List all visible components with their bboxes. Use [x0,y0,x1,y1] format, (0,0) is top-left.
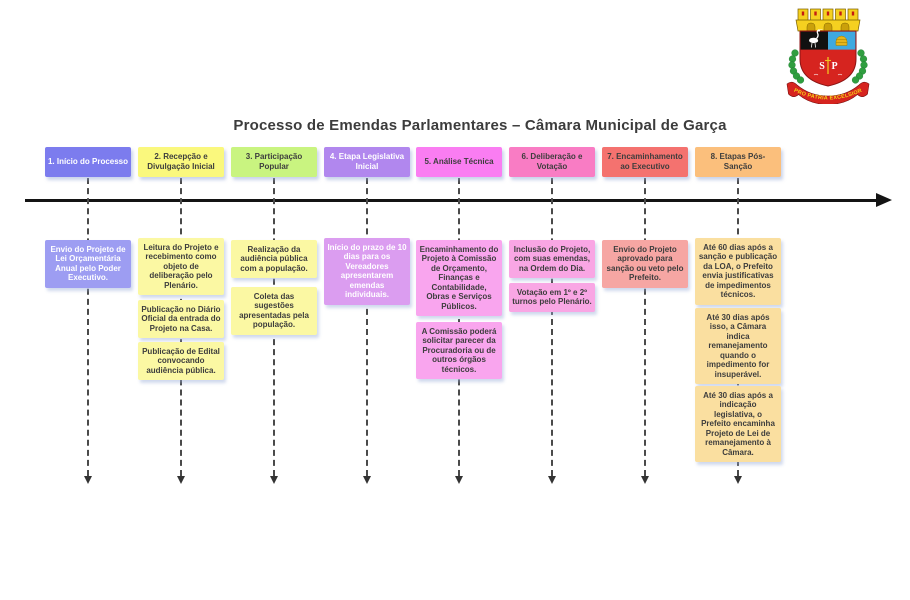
stage-4-connector-line [366,178,368,476]
monogram-p: P [831,61,837,72]
stage-3-note-1: Realização da audiência pública com a po… [231,240,317,279]
page-title: Processo de Emendas Parlamentares – Câma… [233,117,727,134]
stage-6-connector-arrow-icon [548,476,556,484]
shield-icon: S P [799,28,857,87]
stage-8-note-3: Até 30 dias após a indicação legislativa… [695,386,781,463]
stage-8-note-1: Até 60 dias após a sanção e publicação d… [695,238,781,305]
stage-3-connector-arrow-icon [270,476,278,484]
stage-3-note-2: Coleta das sugestões apresentadas pela p… [231,287,317,335]
stage-2-note-2: Publicação no Diário Oficial da entrada … [138,300,224,339]
stage-6-connector-line [551,178,553,476]
stage-8-connector-arrow-icon [734,476,742,484]
stage-7-note-1: Envio do Projeto aprovado para sanção ou… [602,240,688,288]
sp-monogram: S P [813,57,843,76]
timeline-axis [25,199,878,202]
monogram-s: S [819,61,825,72]
stage-header-3: 3. Participação Popular [231,147,317,177]
stage-header-1: 1. Início do Processo [45,147,131,177]
timeline-axis-arrowhead-icon [876,193,892,207]
stage-1-note-1: Envio do Projeto de Lei Orçamentária Anu… [45,240,131,288]
stage-6-note-2: Votação em 1º e 2º turnos pelo Plenário. [509,283,595,312]
laurel-branches-icon [788,49,868,84]
stage-5-note-2: A Comissão poderá solicitar parecer da P… [416,322,502,380]
stage-8-note-2: Até 30 dias após isso, a Câmara indica r… [695,308,781,385]
stage-6-note-1: Inclusão do Projeto, com suas emendas, n… [509,240,595,279]
stage-2-connector-arrow-icon [177,476,185,484]
heron-icon [809,28,823,48]
stage-5-connector-arrow-icon [455,476,463,484]
stage-7-connector-arrow-icon [641,476,649,484]
stage-4-connector-arrow-icon [363,476,371,484]
stage-5-note-1: Encaminhamento do Projeto à Comissão de … [416,240,502,317]
crown-icon [795,8,861,32]
stage-2-note-1: Leitura do Projeto e recebimento como ob… [138,238,224,296]
stage-7-connector-line [644,178,646,476]
stage-4-note-1: Início do prazo de 10 dias para os Verea… [324,238,410,305]
stage-header-5: 5. Análise Técnica [416,147,502,177]
stage-header-2: 2. Recepção e Divulgação Inicial [138,147,224,177]
stage-1-connector-line [87,178,89,476]
stage-header-6: 6. Deliberação e Votação [509,147,595,177]
stage-1-connector-arrow-icon [84,476,92,484]
stage-header-4: 4. Etapa Legislativa Inicial [324,147,410,177]
stage-2-note-3: Publicação de Edital convocando audiênci… [138,342,224,381]
garca-coat-of-arms: S P PRO PATRIA EXCELSIOR [786,8,870,104]
stage-header-7: 7. Encaminhamento ao Executivo [602,147,688,177]
stage-header-8: 8. Etapas Pós-Sanção [695,147,781,177]
beehive-icon [835,35,848,46]
